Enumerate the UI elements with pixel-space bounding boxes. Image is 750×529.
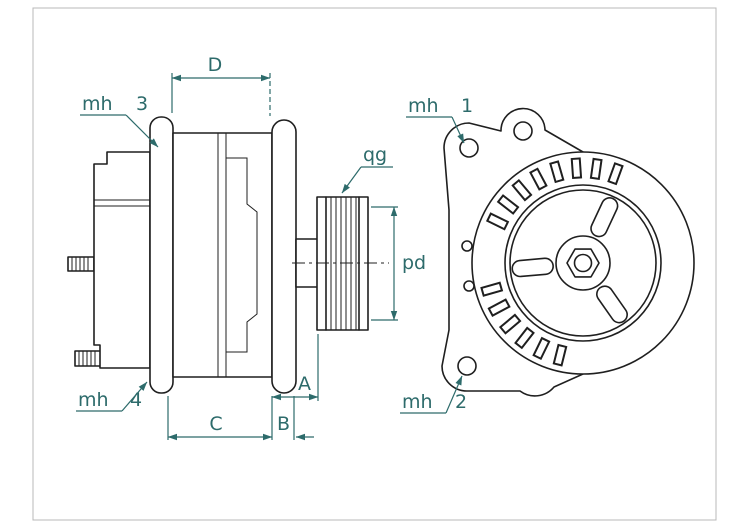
stator-lamination-lines [217,133,227,377]
mh3-leader [125,114,159,148]
vent-slot [511,178,533,202]
vent-slot [549,160,565,184]
pulley-spoke [596,285,628,324]
vent-slot [589,157,603,180]
dim-pd-label: pd [402,252,426,274]
dim-b-label: B [277,413,290,435]
vent-slot [498,313,522,335]
mounting-hole-2 [457,356,477,376]
mh2-label: mh [402,391,433,413]
vent-slot [496,194,520,215]
front-view [441,107,695,397]
vent-slot [485,212,510,231]
mh4-label: mh [78,389,109,411]
mh1-number: 1 [461,95,473,117]
dim-c-label: C [209,413,222,435]
vent-slot [607,162,624,186]
qg-label: qg [363,144,387,166]
mh1-label: mh [408,95,439,117]
vent-slot [532,336,551,361]
rear-mounting-flange [149,116,174,394]
vent-slot [529,167,548,191]
mh3-label: mh [82,93,113,115]
shaft-bore [573,253,593,273]
terminal-stud-lower-threads [78,351,96,366]
vent-slot [480,281,504,297]
pulley-rim-outer [504,184,662,342]
vent-slots [480,157,624,367]
pilot-hole-lower [463,280,475,292]
pulley-spoke [511,257,554,278]
front-housing-profile [226,157,258,353]
mounting-hole-leaders: mh 1 mh 2 mh 3 mh 4 [76,93,473,414]
mh3-number: 3 [136,93,148,115]
vent-slot [514,326,535,350]
rear-housing-seam [94,199,150,207]
rear-housing [93,151,151,369]
mh2-number: 2 [455,391,467,413]
side-view [67,116,389,394]
mounting-hole-1 [459,138,479,158]
front-mounting-flange [271,119,297,394]
mounting-lug-hole [513,121,533,141]
pulley-rim-inner [509,189,657,337]
dim-a-label: A [298,373,311,395]
pilot-hole-upper [461,240,473,252]
sheet-border [32,7,717,521]
mh1-leader [451,116,465,144]
vent-slot [552,343,568,367]
mh2-leader [445,375,463,414]
stator-body [172,132,273,378]
vent-slot [570,157,583,180]
terminal-stud-upper-threads [71,257,89,271]
mh4-number: 4 [130,389,142,411]
mh4-leader [121,381,148,412]
vent-slot [487,298,511,317]
qg-leader [341,166,362,194]
dimensions: D C B A pd qg [167,54,426,441]
pulley-spoke [590,197,619,238]
dim-d-label: D [208,54,223,76]
